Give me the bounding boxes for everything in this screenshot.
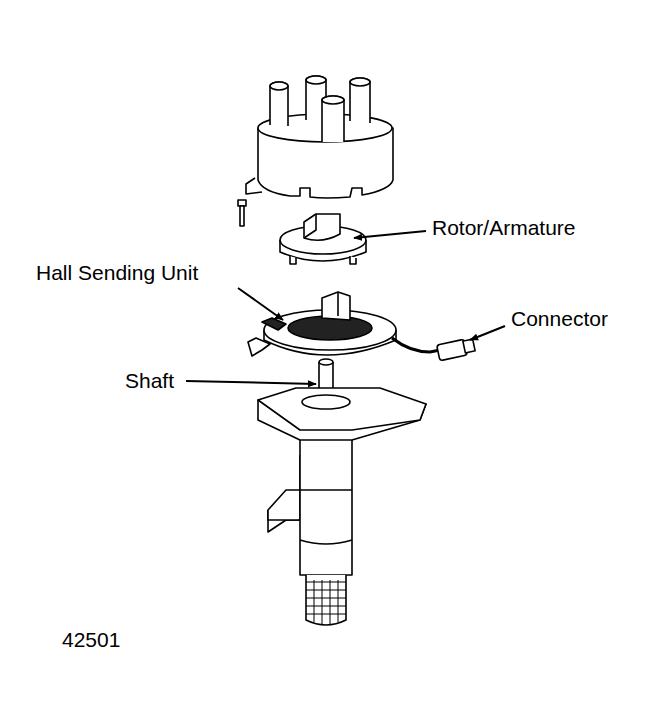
leader-line — [470, 326, 505, 340]
leader-line — [186, 381, 316, 384]
hall-sending-unit — [248, 292, 475, 361]
leader-line — [238, 288, 283, 320]
leader-line — [354, 231, 426, 238]
part-label: Rotor/Armature — [432, 216, 576, 239]
part-label: Connector — [511, 307, 608, 330]
distributor-cap — [246, 76, 393, 198]
leader-arrows — [186, 231, 505, 384]
callout-number: 42501 — [62, 628, 120, 651]
distributor-housing — [258, 388, 426, 625]
part-label: Hall Sending Unit — [36, 261, 198, 284]
cap-screw — [238, 200, 246, 226]
rotor — [280, 214, 366, 264]
part-label: Shaft — [125, 369, 174, 392]
